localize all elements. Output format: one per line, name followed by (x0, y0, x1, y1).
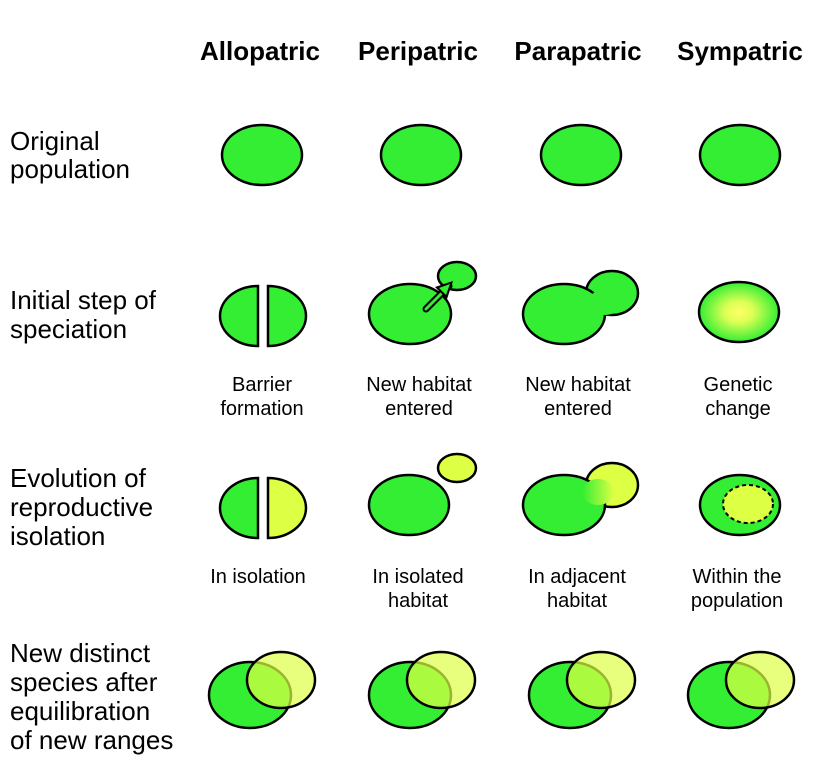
species-b-range (405, 650, 477, 710)
row-label-initial-line1: Initial step of (10, 285, 157, 315)
caption-parapatric-line1: New habitat (525, 374, 631, 396)
parapatric-main-population (521, 282, 607, 346)
peripatric-main-population (367, 282, 453, 346)
caption-sympatric-line2: change (705, 398, 771, 420)
row-label-original-line2: population (10, 154, 130, 184)
column-headers: Allopatric Peripatric Parapatric Sympatr… (200, 36, 803, 66)
parapatric-gradient-zone (582, 479, 614, 505)
original-population-sympatric (698, 123, 782, 187)
peripatric-isolated-habitat (367, 452, 478, 537)
col-header-parapatric: Parapatric (514, 36, 641, 66)
caption-adjacent-habitat-line1: In adjacent (528, 566, 626, 588)
row-label-isolation-line3: isolation (10, 521, 105, 551)
parapatric-adjacent-habitat (521, 269, 640, 346)
original-population-parapatric (539, 123, 623, 187)
caption-isolated-habitat-line2: habitat (388, 590, 448, 612)
caption-barrier-line1: Barrier (232, 374, 292, 396)
row-label-isolation-line1: Evolution of (10, 463, 147, 493)
row-initial-step (218, 260, 781, 348)
original-population-allopatric (220, 123, 304, 187)
caption-peripatric-line2: entered (385, 398, 453, 420)
overlap-peripatric (367, 650, 477, 730)
row-reproductive-isolation (218, 452, 782, 540)
allopatric-isolated-halves (218, 476, 308, 540)
allopatric-diverged-half (266, 476, 308, 540)
overlap-sympatric (686, 650, 796, 730)
row-label-equilibration-line1: New distinct (10, 638, 151, 668)
allopatric-original-half (218, 476, 260, 540)
caption-within-population-line1: Within the (693, 566, 782, 588)
row-label-initial-line2: speciation (10, 314, 127, 344)
caption-isolated-habitat-line1: In isolated (372, 566, 463, 588)
captions-initial-step: Barrier formation New habitat entered Ne… (220, 374, 772, 420)
row-original-population (220, 123, 782, 187)
dispersal-arrow-icon (422, 281, 453, 313)
allopatric-right-half (266, 284, 308, 348)
parapatric-merge-fill (589, 289, 621, 315)
allopatric-left-half (218, 284, 260, 348)
row-label-original-line1: Original (10, 126, 100, 156)
captions-isolation: In isolation In isolated habitat In adja… (210, 566, 783, 612)
sympatric-within-population (698, 473, 782, 537)
species-b-range (245, 650, 317, 710)
parapatric-adjacent-isolation (521, 461, 640, 537)
caption-adjacent-habitat-line2: habitat (547, 590, 607, 612)
overlap-allopatric (207, 650, 317, 730)
allopatric-barrier-split (218, 284, 308, 348)
col-header-peripatric: Peripatric (358, 36, 478, 66)
original-population-peripatric (379, 123, 463, 187)
row-label-equilibration-line4: of new ranges (10, 725, 173, 755)
col-header-allopatric: Allopatric (200, 36, 320, 66)
col-header-sympatric: Sympatric (677, 36, 803, 66)
peripatric-original-population (367, 473, 451, 537)
caption-peripatric-line1: New habitat (366, 374, 472, 396)
caption-sympatric-line1: Genetic (704, 374, 773, 396)
species-b-range (724, 650, 796, 710)
row-labels: Original population Initial step of spec… (10, 126, 173, 755)
row-label-isolation-line2: reproductive (10, 492, 153, 522)
peripatric-new-habitat (367, 260, 478, 346)
peripatric-isolated-patch (436, 452, 478, 484)
caption-in-isolation: In isolation (210, 566, 306, 588)
sympatric-genetic-change (697, 280, 781, 344)
row-label-equilibration-line3: equilibration (10, 696, 150, 726)
row-label-equilibration-line2: species after (10, 667, 158, 697)
species-b-range (565, 650, 637, 710)
caption-parapatric-line2: entered (544, 398, 612, 420)
sympatric-diverging-subgroup (722, 484, 774, 524)
row-new-distinct-species (207, 650, 796, 730)
caption-barrier-line2: formation (220, 398, 303, 420)
overlap-parapatric (527, 650, 637, 730)
caption-within-population-line2: population (691, 590, 783, 612)
